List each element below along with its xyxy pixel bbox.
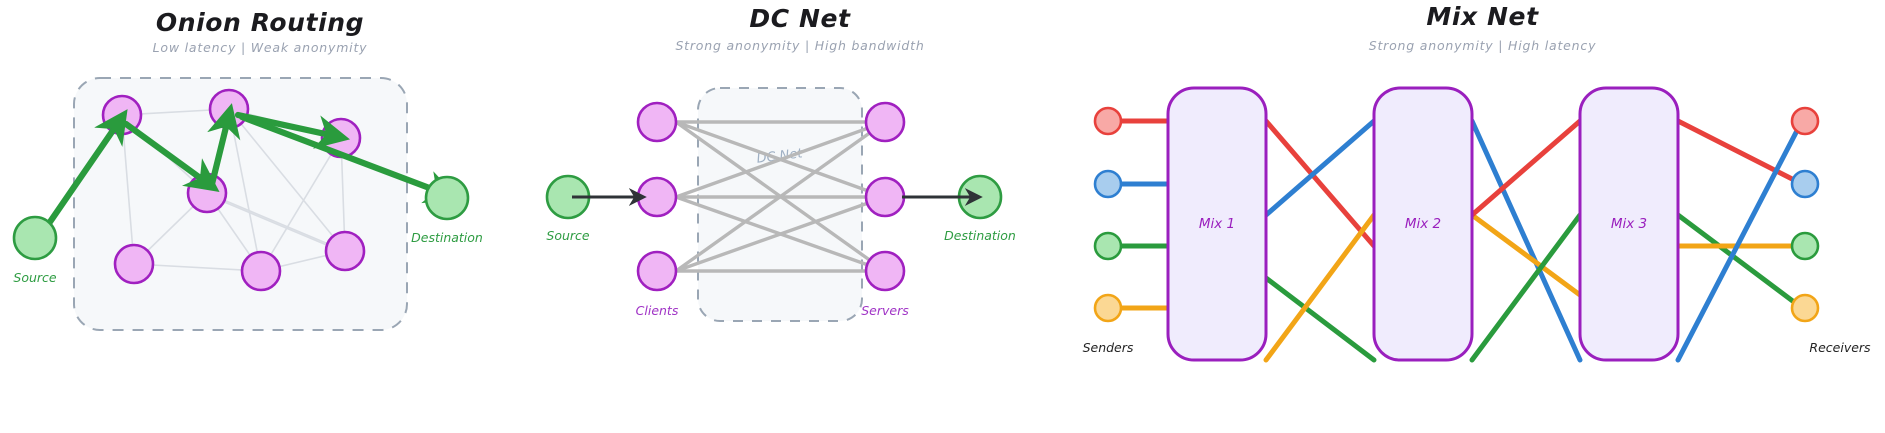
link-red	[1469, 118, 1583, 218]
dc-net-edges	[674, 120, 887, 273]
onion-routing-graphic: Source Destination	[12, 77, 483, 331]
panel-subtitle-dc-net: Strong anonymity | High bandwidth	[675, 38, 925, 53]
relay-node[interactable]	[324, 230, 366, 272]
source-label: Source	[546, 228, 590, 243]
server-node[interactable]	[864, 101, 906, 143]
senders-label: Senders	[1083, 340, 1134, 355]
dc-net-graphic: DC Net	[545, 87, 1016, 322]
receiver-links	[1675, 118, 1805, 363]
relay-node[interactable]	[113, 243, 155, 285]
mix-box-3[interactable]	[1578, 86, 1680, 362]
client-nodes	[636, 101, 678, 292]
receiver-link-green	[1675, 212, 1805, 311]
dc-edge	[674, 120, 887, 273]
panel-title-dc-net: DC Net	[749, 4, 851, 33]
client-node[interactable]	[636, 250, 678, 292]
onion-route-path	[37, 103, 460, 239]
client-node[interactable]	[636, 101, 678, 143]
route-hop	[122, 120, 220, 193]
sender-node-red[interactable]	[1093, 106, 1123, 136]
link-red	[1263, 118, 1377, 249]
mix2-to-mix3-links	[1469, 118, 1583, 363]
source-node[interactable]	[12, 215, 58, 261]
route-hop	[238, 113, 460, 204]
receiver-node-orange[interactable]	[1790, 293, 1820, 323]
panel-mix-net: Mix Net Strong anonymity | High latency	[1080, 0, 1885, 433]
sender-node-orange[interactable]	[1093, 293, 1123, 323]
source-label: Source	[13, 270, 57, 285]
sender-node-green[interactable]	[1093, 231, 1123, 261]
sender-links	[1108, 118, 1171, 311]
mix-net-graphic: Mix 1 Mix 2 Mix 3 Senders Receivers	[1083, 86, 1871, 363]
panel-title-mix-net: Mix Net	[1426, 2, 1539, 31]
mix1-to-mix2-links	[1263, 118, 1377, 363]
dc-edge	[674, 120, 887, 199]
receiver-node-red[interactable]	[1790, 106, 1820, 136]
sender-node-blue[interactable]	[1093, 169, 1123, 199]
mix-box-2[interactable]	[1372, 86, 1474, 362]
destination-label: Destination	[944, 228, 1016, 243]
link-blue	[1263, 118, 1377, 218]
link-green	[1469, 212, 1583, 363]
route-hop	[37, 109, 128, 239]
link-blue	[1469, 118, 1583, 363]
dc-net-box-label: DC Net	[756, 146, 804, 167]
panel-title-onion-routing: Onion Routing	[155, 8, 365, 37]
sender-nodes	[1093, 106, 1123, 323]
link-orange	[1263, 212, 1377, 363]
mix-box-label-3: Mix 3	[1611, 216, 1647, 232]
receivers-label: Receivers	[1809, 340, 1871, 355]
mix-box-label-2: Mix 2	[1405, 216, 1441, 232]
destination-label: Destination	[411, 230, 483, 245]
relay-node[interactable]	[240, 250, 282, 292]
link-green	[1263, 275, 1377, 363]
panel-subtitle-mix-net: Strong anonymity | High latency	[1368, 38, 1597, 53]
mix-box-1[interactable]	[1166, 86, 1268, 362]
panel-onion-routing: Onion Routing Low latency | Weak anonymi…	[0, 0, 520, 433]
panel-subtitle-onion-routing: Low latency | Weak anonymity	[152, 40, 368, 55]
mix-box-label-1: Mix 1	[1199, 216, 1235, 232]
relay-node[interactable]	[186, 172, 228, 214]
link-orange	[1469, 212, 1583, 298]
server-node[interactable]	[864, 176, 906, 218]
client-node[interactable]	[636, 176, 678, 218]
mix-boxes: Mix 1 Mix 2 Mix 3	[1166, 86, 1680, 362]
receiver-nodes	[1790, 106, 1820, 323]
route-hop	[207, 103, 241, 188]
receiver-node-green[interactable]	[1790, 231, 1820, 261]
server-node[interactable]	[864, 250, 906, 292]
receiver-link-blue	[1675, 118, 1805, 363]
panel-dc-net: DC Net Strong anonymity | High bandwidth…	[520, 0, 1080, 433]
server-nodes	[864, 101, 906, 292]
clients-label: Clients	[636, 303, 679, 318]
receiver-node-blue[interactable]	[1790, 169, 1820, 199]
destination-node[interactable]	[424, 175, 470, 221]
servers-label: Servers	[861, 303, 909, 318]
receiver-link-red	[1675, 118, 1805, 187]
dc-edge	[674, 195, 887, 273]
